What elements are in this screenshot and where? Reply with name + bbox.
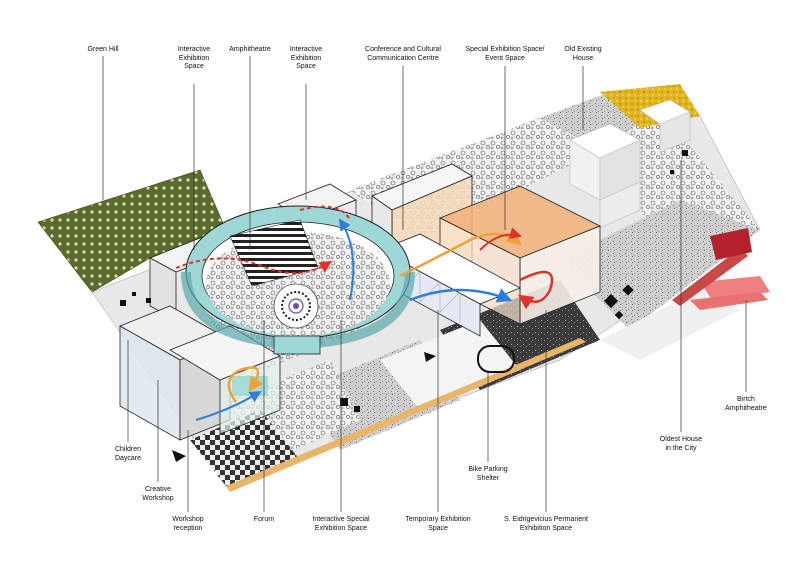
label-interactive-special-exhibition-space: Interactive Special Exhibition Space (312, 516, 370, 532)
label-birtch-amphitheatre: Birtch Amphitheatre (725, 396, 767, 412)
daycare-workshop-volume (119, 305, 281, 441)
label-children-daycare: Children Daycare (114, 446, 142, 462)
label-amphitheatre: Amphitheatre (229, 46, 271, 53)
north-arrow-icon (172, 450, 186, 462)
label-oldest-house: Oldest House in the City (659, 436, 703, 452)
scatter-squares (120, 150, 688, 412)
label-bike-parking-shelter: Bike Parking Shelter (468, 466, 508, 482)
wooden-edge (226, 338, 586, 492)
label-interactive-exhibition-space-left: Interactive Exhibition Space (177, 46, 211, 70)
label-creative-workshop: Creative Workshop (142, 486, 174, 502)
direction-arrow-icon (424, 352, 436, 362)
label-green-hill: Green Hill (87, 46, 119, 53)
label-temporary-exhibition-space: Temporary Exhibition Space (405, 516, 471, 532)
leader-lines (102, 56, 747, 512)
circulation-paths (175, 205, 554, 421)
label-forum: Forum (253, 516, 275, 523)
label-old-existing-house: Old Existing House (564, 46, 602, 62)
label-special-exhibition-space: Special Exhibition Space/ Event Space (465, 46, 545, 62)
label-interactive-exhibition-space-right: Interactive Exhibition Space (289, 46, 323, 70)
amphitheatre-ring (181, 205, 415, 355)
label-workshop-reception: Workshop reception (172, 516, 204, 532)
old-existing-house (569, 99, 691, 229)
bike-parking-loop (477, 345, 515, 373)
forum-sunburst (273, 283, 319, 329)
label-permanent-exhibition-space: S. Eidrigevicius Permanent Exhibition Sp… (503, 516, 589, 532)
birtch-amphitheatre-slope (672, 228, 770, 310)
label-conference-centre: Conference and Cultural Communication Ce… (365, 46, 441, 62)
